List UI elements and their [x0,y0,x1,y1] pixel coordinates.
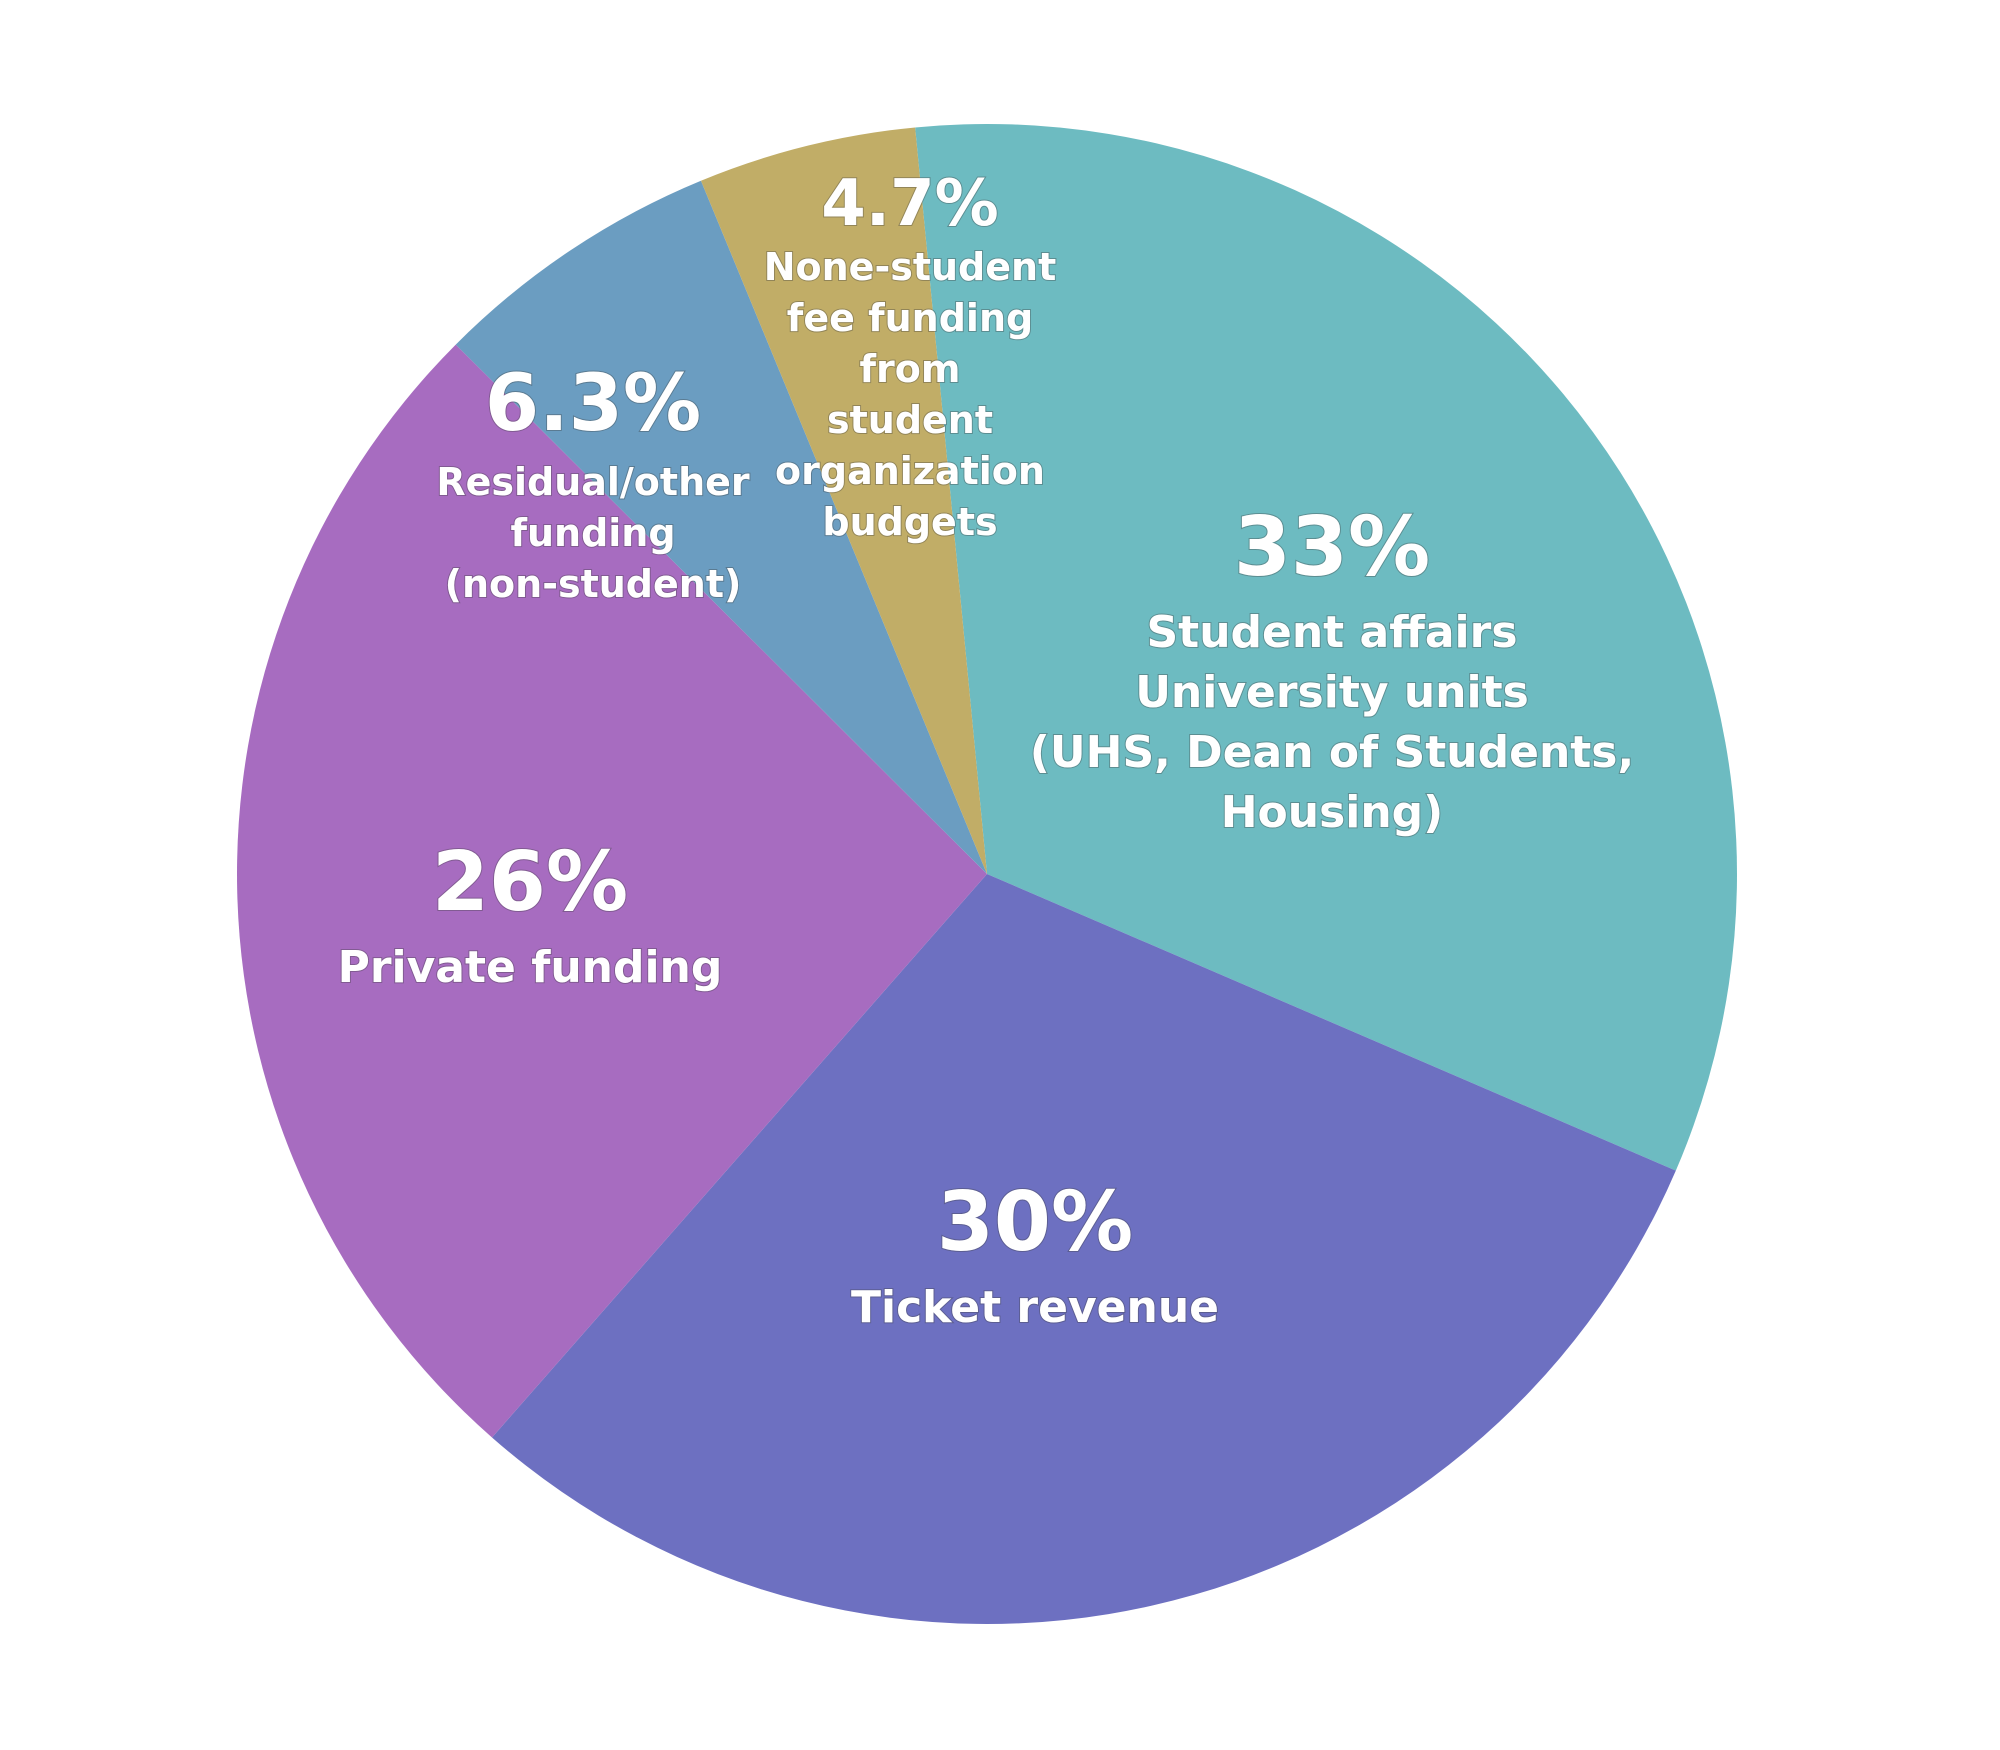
slice-description-line-4-5: budgets [822,500,997,544]
slice-description-line-2-0: Private funding [338,942,723,993]
slice-description-line-0-3: Housing) [1221,787,1444,838]
pie-slice-1 [492,874,1676,1624]
pie-slice-0 [915,123,1737,1171]
slice-description-line-4-1: fee funding [787,296,1033,340]
slice-description-line-4-2: from [860,347,961,391]
pie-slice-4 [700,127,987,874]
slice-description-line-3-1: funding [510,511,675,555]
slice-percent-label-0: 33% [1234,500,1430,595]
slice-description-line-0-2: (UHS, Dean of Students, [1030,727,1634,778]
slice-percent-label-3: 6.3% [485,359,701,449]
slice-percent-label-2: 26% [432,835,628,930]
slice-description-line-4-4: organization [775,449,1045,493]
slice-description-line-0-1: University units [1135,667,1529,718]
pie-slice-2 [237,344,988,1438]
slice-description-line-4-0: None-student [764,245,1057,289]
slice-percent-label-4: 4.7% [821,167,999,241]
slice-description-line-4-3: student [827,398,993,442]
slice-description-line-0-0: Student affairs [1146,607,1517,658]
pie-slices [237,123,1737,1624]
pie-slice-3 [455,180,987,874]
slice-description-line-3-2: (non-student) [445,562,742,606]
slice-percent-label-1: 30% [937,1175,1133,1270]
slice-description-line-1-0: Ticket revenue [851,1282,1219,1333]
slice-description-line-3-0: Residual/other [436,460,750,504]
